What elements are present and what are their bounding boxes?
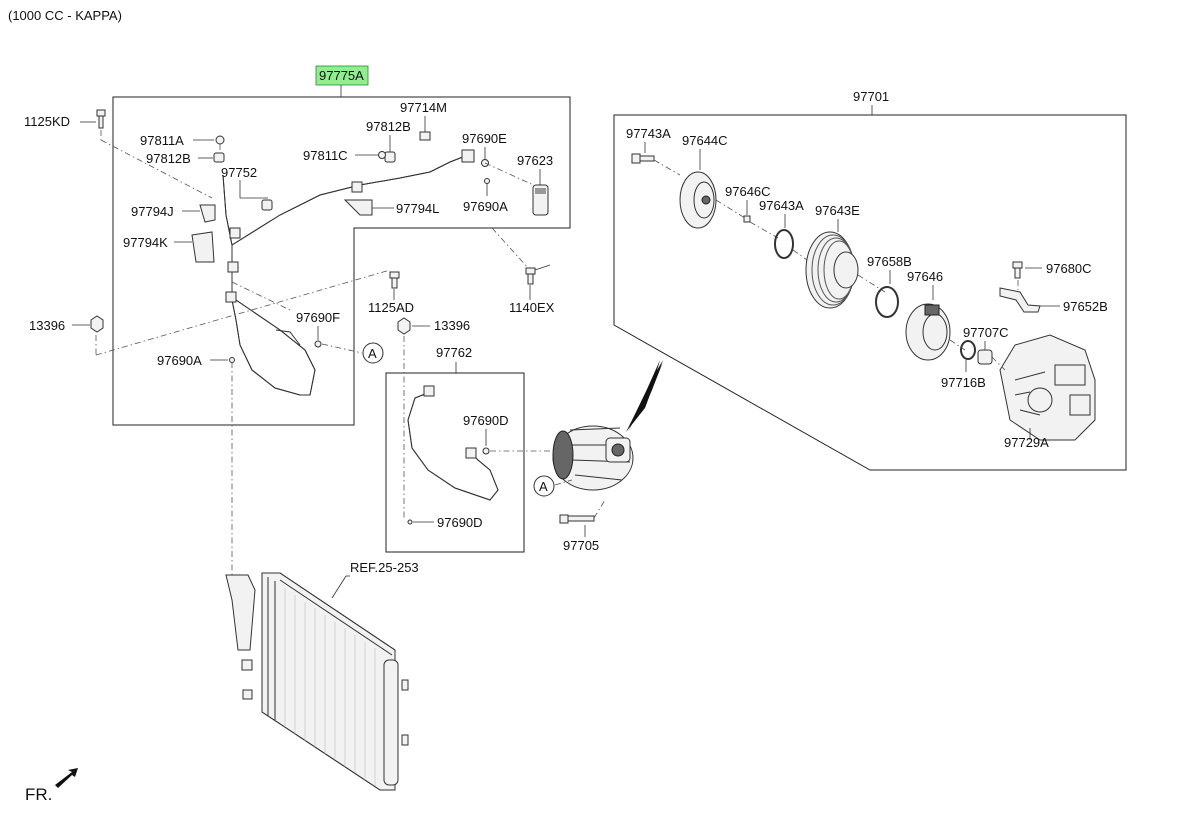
label-97716B[interactable]: 97716B [941,375,986,390]
label-REF-25-253[interactable]: REF.25-253 [350,560,419,575]
bolt-icon [1012,261,1023,279]
label-97794L[interactable]: 97794L [396,201,439,216]
label-97690D-bottom[interactable]: 97690D [437,515,483,530]
label-97762[interactable]: 97762 [436,345,472,360]
suction-hose-frame [385,372,525,553]
label-97811C[interactable]: 97811C [303,148,348,163]
label-97644C[interactable]: 97644C [682,133,728,148]
valve-core-icon [419,131,431,141]
o-ring-icon [482,447,490,455]
compressor-frame [613,114,1127,471]
label-97707C[interactable]: 97707C [963,325,1009,340]
cap-icon [384,151,396,163]
discharge-hose [222,149,475,396]
bolt-icon [96,109,106,129]
o-ring-icon [484,178,490,184]
engine-variant-title: (1000 CC - KAPPA) [8,8,122,23]
valve-icon [261,199,273,211]
label-13396-left[interactable]: 13396 [29,318,65,333]
label-97714M[interactable]: 97714M [400,100,447,115]
callout-a-label: A [539,479,548,494]
label-97729A[interactable]: 97729A [1004,435,1049,450]
front-arrow-icon [55,768,78,788]
o-ring-icon [229,357,235,363]
label-97658B[interactable]: 97658B [867,254,912,269]
label-97646[interactable]: 97646 [907,269,943,284]
nut-icon [90,315,104,333]
label-97646C[interactable]: 97646C [725,184,771,199]
label-97680C[interactable]: 97680C [1046,261,1092,276]
label-97752[interactable]: 97752 [221,165,257,180]
suction-hose [407,385,499,501]
bracket-icon [999,287,1041,313]
bracket-icon [343,199,373,216]
label-1125AD[interactable]: 1125AD [368,300,414,315]
o-ring-icon [215,135,225,145]
shim-icon [743,215,751,223]
bolt-icon [525,267,536,285]
label-13396-mid[interactable]: 13396 [434,318,470,333]
o-ring-icon [407,519,413,525]
label-97690A-bottom[interactable]: 97690A [157,353,202,368]
label-97690D-top[interactable]: 97690D [463,413,509,428]
compressor-assembly-icon [552,425,634,491]
seal-ring-icon [960,340,976,360]
snap-ring-icon [875,286,899,318]
condenser-icon [225,572,409,791]
label-97812B-left[interactable]: 97812B [146,151,191,166]
label-97812B-top[interactable]: 97812B [366,119,411,134]
label-97811A[interactable]: 97811A [140,133,184,148]
pulley-icon [805,231,859,309]
label-97652B[interactable]: 97652B [1063,299,1108,314]
nut-icon [397,317,411,335]
label-97623[interactable]: 97623 [517,153,553,168]
bolt-icon [631,153,655,164]
label-1140EX[interactable]: 1140EX [509,300,555,315]
callout-a-label: A [368,346,377,361]
cap-icon [213,152,225,163]
compressor-body-icon [999,334,1096,441]
clutch-hub-icon [679,171,717,229]
label-97794K[interactable]: 97794K [123,235,168,250]
label-97705[interactable]: 97705 [563,538,599,553]
callout-a-circle [362,342,384,364]
front-direction-label: FR. [25,785,52,804]
pointer-arrow-icon [626,360,663,432]
bearing-icon [977,349,993,365]
label-97743A[interactable]: 97743A [626,126,671,141]
label-97701[interactable]: 97701 [853,89,889,104]
hose-assembly-frame [112,96,571,426]
o-ring-icon [314,340,322,348]
label-97794J[interactable]: 97794J [131,204,174,219]
bolt-icon [559,514,595,524]
snap-ring-icon [774,229,794,259]
receiver-drier-icon [532,184,549,216]
label-97775A[interactable]: 97775A [319,68,364,83]
label-1125KD[interactable]: 1125KD [24,114,70,129]
bracket-icon [191,204,216,263]
label-97643E[interactable]: 97643E [815,203,860,218]
bolt-icon [389,271,400,289]
highlighted-part-box[interactable] [315,65,369,86]
field-coil-icon [905,303,951,361]
label-97690F[interactable]: 97690F [296,310,340,325]
label-97690E[interactable]: 97690E [462,131,507,146]
o-ring-icon [378,151,386,159]
callout-a-circle [533,475,555,497]
label-97643A[interactable]: 97643A [759,198,804,213]
label-97690A-top[interactable]: 97690A [463,199,508,214]
